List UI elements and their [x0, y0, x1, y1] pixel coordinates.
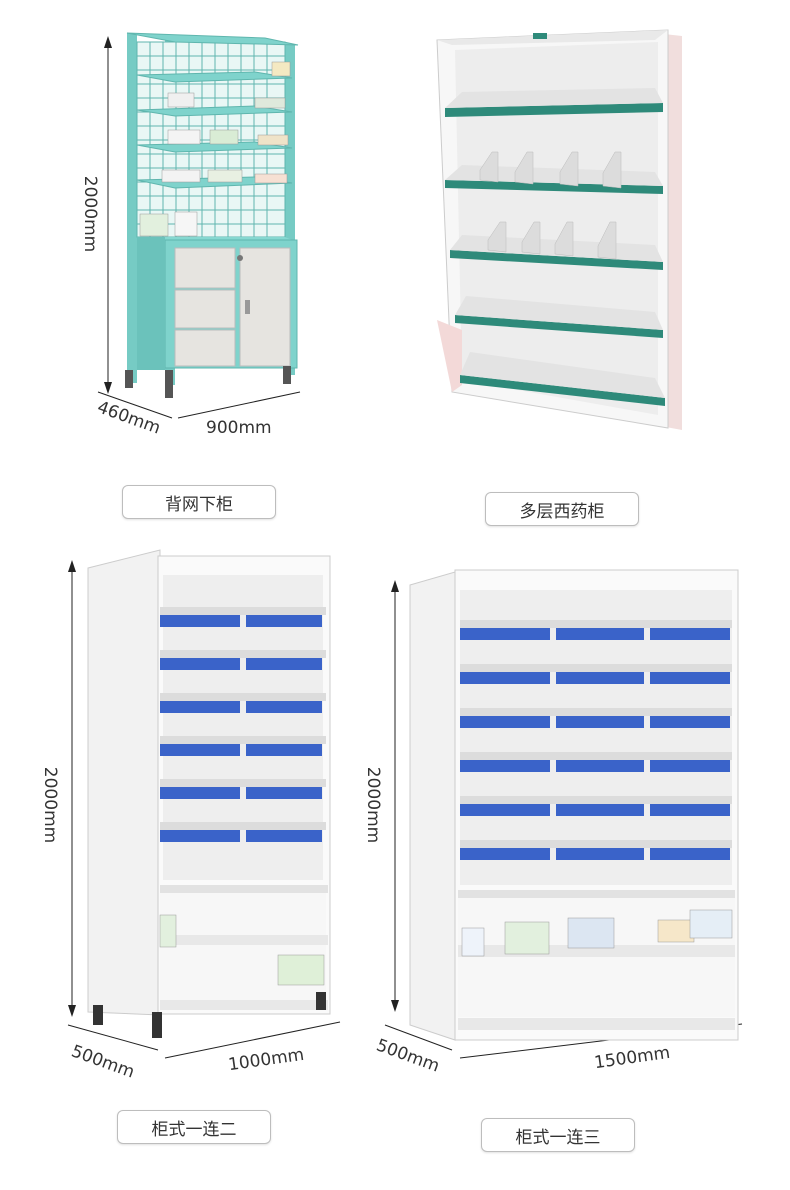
drawer-tray — [460, 708, 732, 716]
drawer-front — [650, 848, 730, 860]
drawer-front — [160, 615, 240, 627]
drawer-front — [160, 701, 240, 713]
drawer-tray — [160, 779, 326, 787]
drawer-front — [556, 760, 644, 772]
product-caption: 柜式一连二 — [117, 1110, 271, 1144]
drawer-tray — [460, 664, 732, 672]
drawer-front — [650, 628, 730, 640]
drawer-front — [460, 848, 550, 860]
drawer-front — [556, 848, 644, 860]
drawer-tray — [160, 822, 326, 830]
drawer-tray — [160, 607, 326, 615]
drawer-front — [160, 744, 240, 756]
drawer-tray — [160, 736, 326, 744]
product-caption: 多层西药柜 — [485, 492, 639, 526]
drawer-front — [460, 804, 550, 816]
drawer-front — [650, 760, 730, 772]
drawer-front — [160, 787, 240, 799]
drawer-front — [650, 716, 730, 728]
drawer-front — [160, 658, 240, 670]
drawer-front — [246, 701, 322, 713]
drawer-front — [246, 615, 322, 627]
drawer-front — [460, 672, 550, 684]
product-caption: 柜式一连三 — [481, 1118, 635, 1152]
drawer-front — [246, 658, 322, 670]
drawer-front — [460, 760, 550, 772]
multilayer-cabinet-image — [436, 29, 682, 430]
drawer-tray — [160, 693, 326, 701]
drawer-front — [460, 716, 550, 728]
drawer-front — [556, 804, 644, 816]
drawer-tray — [160, 650, 326, 658]
drawer-tray — [460, 840, 732, 848]
drawer-tray — [460, 796, 732, 804]
width-dimension-label: 900mm — [206, 418, 272, 438]
drawer-front — [460, 628, 550, 640]
drawer-front — [246, 744, 322, 756]
mesh-back-cabinet-image — [97, 32, 301, 419]
drawer-front — [246, 787, 322, 799]
product-caption: 背网下柜 — [122, 485, 276, 519]
drawer-front — [246, 830, 322, 842]
drawer-tray — [460, 752, 732, 760]
drawer-front — [556, 716, 644, 728]
drawer-tray — [460, 620, 732, 628]
height-dimension-label: 2000mm — [363, 766, 384, 844]
drawer-front — [556, 672, 644, 684]
drawer-front — [650, 804, 730, 816]
drawer-front — [650, 672, 730, 684]
drawer-front — [556, 628, 644, 640]
drawer-front — [160, 830, 240, 842]
